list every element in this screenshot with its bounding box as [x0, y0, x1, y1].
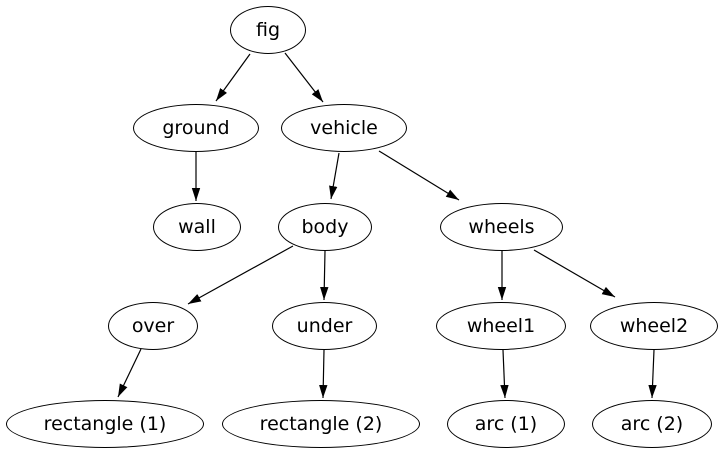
node-vehicle: vehicle — [281, 104, 407, 152]
edge-fig-vehicle — [284, 52, 324, 103]
node-vehicle-label: vehicle — [310, 116, 378, 139]
node-rectangle-1-label: rectangle (1) — [43, 412, 167, 435]
edge-vehicle-wheels — [378, 150, 460, 201]
node-under: under — [272, 302, 377, 350]
node-arc-2: arc (2) — [592, 400, 712, 448]
node-wheel1: wheel1 — [436, 302, 566, 350]
node-wheel2: wheel2 — [590, 302, 718, 350]
node-rectangle-2: rectangle (2) — [222, 400, 420, 448]
node-fig-label: fig — [255, 18, 281, 41]
node-arc-1-label: arc (1) — [474, 412, 538, 435]
node-under-label: under — [296, 314, 353, 337]
node-wheel1-label: wheel1 — [466, 314, 536, 337]
edge-body-under — [320, 250, 329, 301]
node-over: over — [108, 302, 198, 350]
edge-under-rect2 — [319, 349, 328, 399]
node-arc-1: arc (1) — [447, 400, 565, 448]
node-wall-label: wall — [178, 215, 216, 238]
node-wheels: wheels — [440, 203, 563, 251]
node-arc-2-label: arc (2) — [620, 412, 684, 435]
node-ground-label: ground — [162, 116, 230, 139]
node-rectangle-2-label: rectangle (2) — [259, 412, 383, 435]
node-fig: fig — [230, 6, 306, 54]
node-body: body — [278, 203, 372, 251]
edge-wheel1-arc1 — [500, 349, 509, 399]
node-wheels-label: wheels — [468, 215, 535, 238]
edge-fig-ground — [215, 53, 251, 102]
edge-body-over — [187, 245, 294, 305]
node-rectangle-1: rectangle (1) — [6, 400, 204, 448]
edge-vehicle-body — [329, 152, 340, 200]
node-ground: ground — [133, 104, 259, 152]
node-wheel2-label: wheel2 — [619, 314, 689, 337]
node-over-label: over — [131, 314, 175, 337]
edge-wheels-wheel2 — [533, 249, 616, 298]
node-body-label: body — [301, 215, 349, 238]
node-wall: wall — [153, 203, 241, 251]
edge-wheel2-arc2 — [648, 349, 657, 399]
edge-over-rect1 — [117, 348, 142, 398]
